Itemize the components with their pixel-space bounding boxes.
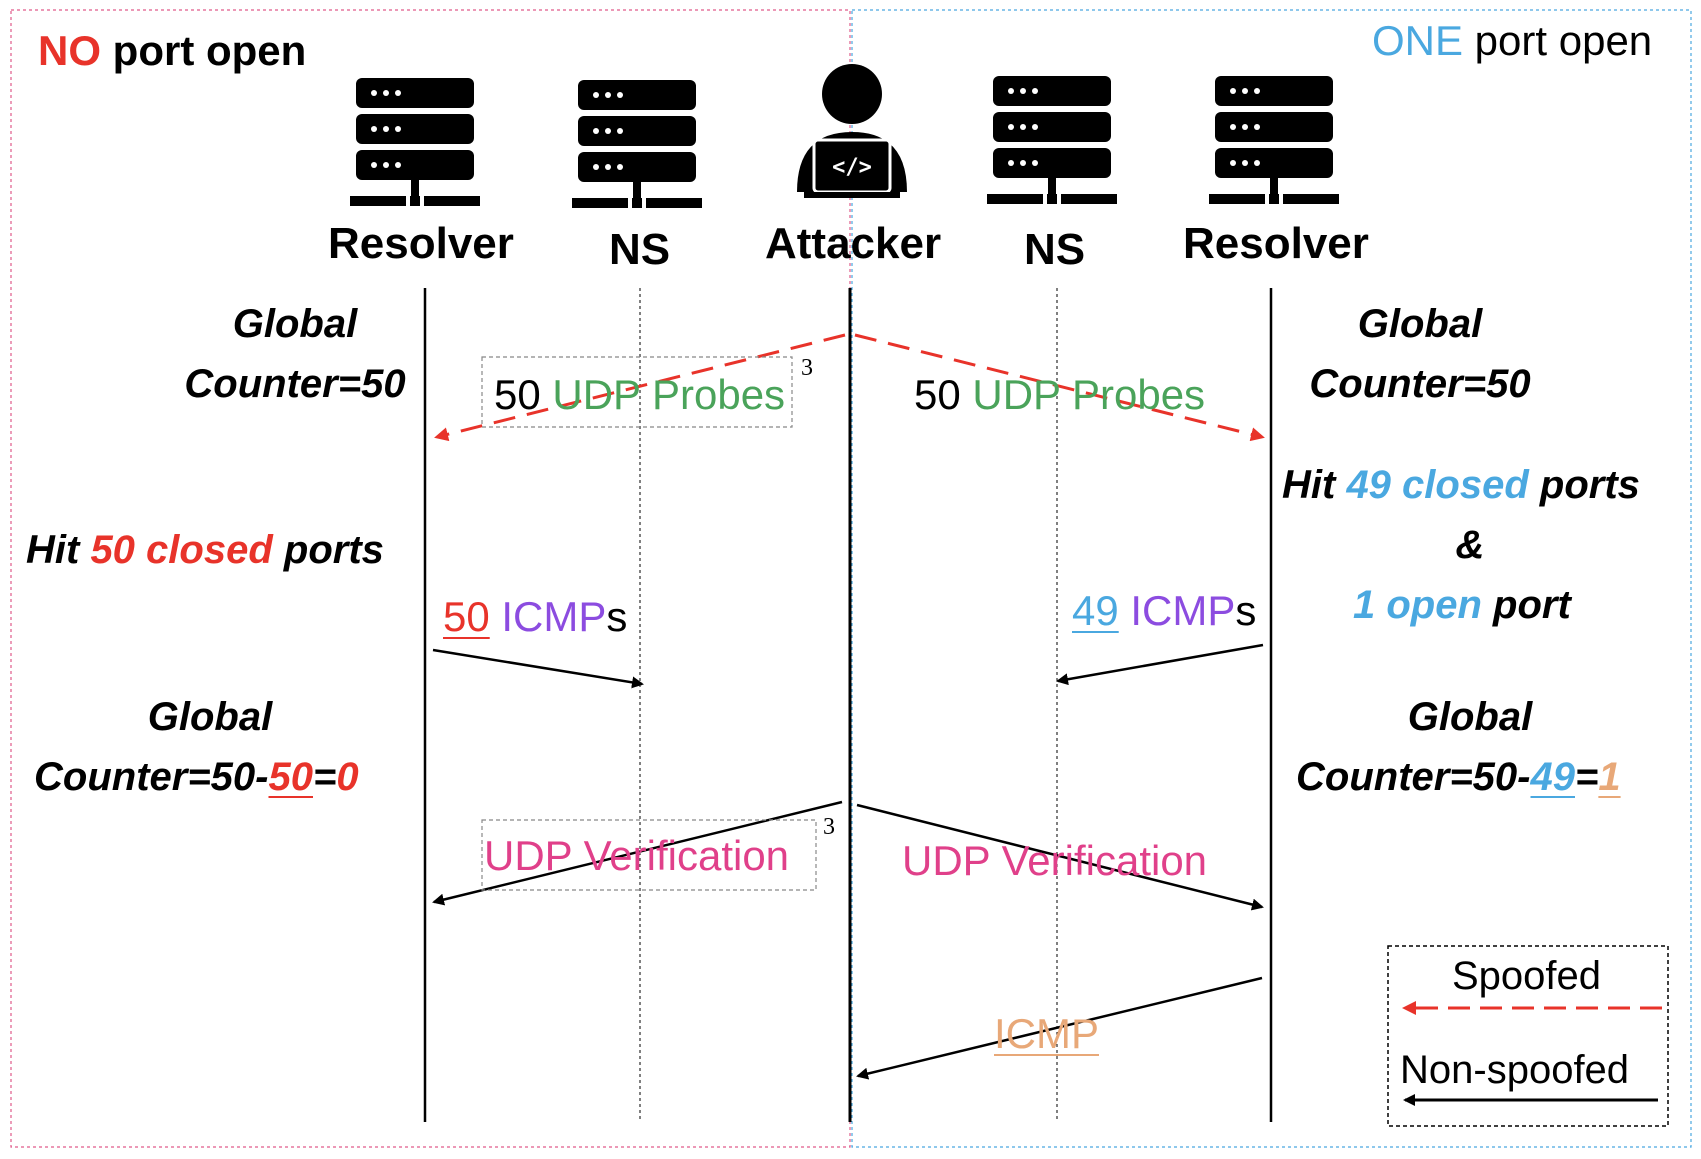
- probe-label-box: [481, 356, 793, 428]
- legend-nonspoofed-label: Non-spoofed: [1400, 1048, 1630, 1092]
- probes-left-num: 50: [494, 371, 553, 418]
- left-panel-title: NO port open: [38, 30, 306, 72]
- verification-right-label: UDP Verification: [902, 837, 1208, 884]
- left-final-pre: Counter=50-: [34, 755, 269, 799]
- server-icon: [987, 76, 1117, 204]
- icmps-left-s: s: [606, 593, 628, 640]
- probe-arrow-left: [434, 333, 846, 442]
- left-counter-line1: Global: [232, 302, 358, 346]
- right-counter-line2: Counter=50: [1309, 362, 1531, 406]
- icmps-right-num: 49: [1072, 587, 1119, 634]
- left-final-line1: Global: [147, 695, 273, 739]
- probes-left-text: UDP Probes: [552, 371, 786, 418]
- legend-box: [1387, 945, 1669, 1127]
- right-hit-amp: &: [1455, 523, 1485, 567]
- right-open-post: port: [1481, 583, 1571, 627]
- right-hit-pre: Hit: [1282, 463, 1347, 507]
- right-hit-note: Hit 49 closed ports: [1282, 465, 1640, 505]
- node-label-attacker: Attacker: [765, 219, 942, 268]
- node-label-resolver-right: Resolver: [1183, 219, 1369, 268]
- right-open-num: 1 open: [1353, 583, 1482, 627]
- server-icon: [350, 78, 480, 206]
- right-final-counter: Counter=50-49=1: [1296, 757, 1621, 797]
- icmps-right-word: ICMP: [1118, 587, 1236, 634]
- right-final-result: 1: [1598, 755, 1621, 799]
- probes-left-footnote: 3: [801, 355, 813, 381]
- left-final-counter: Counter=50-50=0: [34, 757, 359, 797]
- left-hit-note: Hit 50 closed ports: [26, 530, 384, 570]
- no-port-panel: [10, 9, 851, 1148]
- left-counter-line2: Counter=50: [184, 362, 406, 406]
- right-open-note: 1 open port: [1353, 585, 1571, 625]
- icmps-right-label: 49 ICMPs: [1072, 590, 1256, 632]
- left-final-sub: 50: [268, 755, 314, 799]
- left-panel-title-rest: port open: [101, 27, 307, 74]
- probes-right-label: 50 UDP Probes: [914, 374, 1205, 416]
- icmps-left-label: 50 ICMPs: [443, 596, 627, 638]
- right-hit-num: 49 closed: [1346, 463, 1529, 507]
- probes-right-num: 50: [914, 371, 973, 418]
- left-final-eq: =: [313, 755, 337, 799]
- right-panel-title-rest: port open: [1463, 17, 1653, 64]
- node-label-ns-left: NS: [609, 225, 671, 274]
- icmps-left-num: 50: [443, 593, 490, 640]
- right-hit-post: ports: [1528, 463, 1640, 507]
- icmp-response-label: ICMP: [994, 1010, 1099, 1057]
- node-label-ns-right: NS: [1024, 225, 1086, 274]
- right-panel-title: ONE port open: [1372, 20, 1652, 62]
- left-hit-post: ports: [272, 528, 384, 572]
- verification-arrow-right: [856, 803, 1264, 911]
- icmps-arrow-left: [432, 648, 644, 689]
- verification-arrow-left: [432, 800, 843, 906]
- legend-spoofed-label: Spoofed: [1452, 954, 1602, 998]
- icmp-response-arrow: [856, 976, 1263, 1080]
- left-hit-pre: Hit: [26, 528, 91, 572]
- server-icon: [572, 80, 702, 208]
- node-label-resolver-left: Resolver: [328, 219, 514, 268]
- left-hit-num: 50 closed: [90, 528, 273, 572]
- probe-arrow-right: [854, 333, 1265, 442]
- svg-text:</>: </>: [832, 155, 872, 180]
- right-panel-title-highlight: ONE: [1372, 17, 1464, 64]
- verification-left-label: UDP Verification: [484, 832, 790, 879]
- right-counter-line1: Global: [1357, 302, 1483, 346]
- verification-left-footnote: 3: [823, 814, 835, 840]
- server-icon: [1209, 76, 1339, 204]
- one-port-panel: [851, 9, 1692, 1148]
- right-final-line1: Global: [1407, 695, 1533, 739]
- verification-label-box: [481, 819, 817, 891]
- right-final-eq: =: [1575, 755, 1599, 799]
- right-final-pre: Counter=50-: [1296, 755, 1531, 799]
- icmps-arrow-right: [1056, 643, 1264, 686]
- left-final-result: 0: [336, 755, 359, 799]
- icmps-left-word: ICMP: [489, 593, 607, 640]
- icmps-right-s: s: [1235, 587, 1257, 634]
- probes-right-text: UDP Probes: [972, 371, 1206, 418]
- attacker-icon: </>: [797, 64, 907, 198]
- left-panel-title-highlight: NO: [38, 27, 101, 74]
- probes-left-label: 50 UDP Probes: [494, 374, 785, 416]
- right-final-sub: 49: [1530, 755, 1576, 799]
